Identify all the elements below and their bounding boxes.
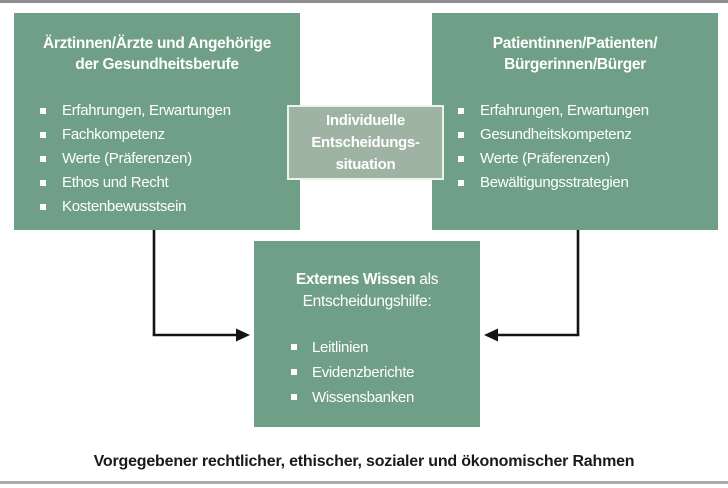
top-rule xyxy=(0,0,728,3)
decision-line: situation xyxy=(335,156,396,173)
arrow-right-to-external xyxy=(484,230,580,342)
health-professionals-list: Erfahrungen, Erwartungen Fachkompetenz W… xyxy=(14,99,300,219)
title-line: Patientinnen/Patienten/ xyxy=(492,35,658,52)
bullet-square-icon xyxy=(40,204,46,210)
patients-citizens-list: Erfahrungen, Erwartungen Gesundheitskomp… xyxy=(432,99,718,195)
list-item-label: Werte (Präferenzen) xyxy=(62,150,192,167)
bullet-square-icon xyxy=(458,132,464,138)
title-line: Externes Wissen als xyxy=(254,269,480,291)
list-item: Werte (Präferenzen) xyxy=(456,147,712,171)
framework-caption: Vorgegebener rechtlicher, ethischer, soz… xyxy=(93,453,635,470)
bullet-square-icon xyxy=(40,132,46,138)
bullet-square-icon xyxy=(40,156,46,162)
list-item-label: Evidenzberichte xyxy=(312,364,415,381)
list-item: Wissensbanken xyxy=(289,385,474,410)
list-item: Werte (Präferenzen) xyxy=(38,147,294,171)
arrow-left-to-external xyxy=(152,230,250,342)
bullet-square-icon xyxy=(458,180,464,186)
bullet-square-icon xyxy=(291,344,297,350)
list-item: Erfahrungen, Erwartungen xyxy=(456,99,712,123)
external-knowledge-list: Leitlinien Evidenzberichte Wissensbanken xyxy=(254,335,480,410)
list-item: Fachkompetenz xyxy=(38,123,294,147)
list-item-label: Wissensbanken xyxy=(312,389,414,406)
box-health-professionals-title: Ärztinnen/Ärzte und Angehörige der Gesun… xyxy=(14,33,300,75)
bullet-square-icon xyxy=(40,180,46,186)
title-line: Entscheidungshilfe: xyxy=(302,293,432,310)
list-item: Bewältigungsstrategien xyxy=(456,171,712,195)
box-health-professionals: Ärztinnen/Ärzte und Angehörige der Gesun… xyxy=(14,13,300,230)
list-item-label: Gesundheitskompetenz xyxy=(480,126,632,143)
list-item: Evidenzberichte xyxy=(289,360,474,385)
title-regular-part: als xyxy=(415,271,439,288)
list-item-label: Kostenbewusstsein xyxy=(62,198,187,215)
box-external-knowledge: Externes Wissen als Entscheidungshilfe: … xyxy=(254,241,480,427)
box-individual-decision-situation: Individuelle Entscheidungs- situation xyxy=(287,105,444,180)
list-item: Erfahrungen, Erwartungen xyxy=(38,99,294,123)
bullet-square-icon xyxy=(291,369,297,375)
bottom-rule xyxy=(0,481,728,484)
list-item-label: Erfahrungen, Erwartungen xyxy=(62,102,231,119)
list-item-label: Werte (Präferenzen) xyxy=(480,150,610,167)
list-item-label: Leitlinien xyxy=(312,339,369,356)
bullet-square-icon xyxy=(291,394,297,400)
title-line: Bürgerinnen/Bürger xyxy=(504,56,646,73)
list-item: Ethos und Recht xyxy=(38,171,294,195)
title-line: Ärztinnen/Ärzte und Angehörige xyxy=(42,35,272,52)
bullet-square-icon xyxy=(40,108,46,114)
list-item-label: Ethos und Recht xyxy=(62,174,169,191)
bullet-square-icon xyxy=(458,156,464,162)
list-item: Leitlinien xyxy=(289,335,474,360)
decision-line: Entscheidungs- xyxy=(311,134,420,151)
decision-line: Individuelle xyxy=(326,112,405,129)
box-patients-citizens-title: Patientinnen/Patienten/ Bürgerinnen/Bürg… xyxy=(432,33,718,75)
box-patients-citizens: Patientinnen/Patienten/ Bürgerinnen/Bürg… xyxy=(432,13,718,230)
title-bold-part: Externes Wissen xyxy=(295,271,416,288)
list-item-label: Fachkompetenz xyxy=(62,126,165,143)
list-item-label: Bewältigungsstrategien xyxy=(480,174,629,191)
bullet-square-icon xyxy=(458,108,464,114)
list-item: Gesundheitskompetenz xyxy=(456,123,712,147)
list-item: Kostenbewusstsein xyxy=(38,195,294,219)
box-external-knowledge-title: Externes Wissen als Entscheidungshilfe: xyxy=(254,269,480,313)
list-item-label: Erfahrungen, Erwartungen xyxy=(480,102,649,119)
title-line: der Gesundheitsberufe xyxy=(75,56,239,73)
